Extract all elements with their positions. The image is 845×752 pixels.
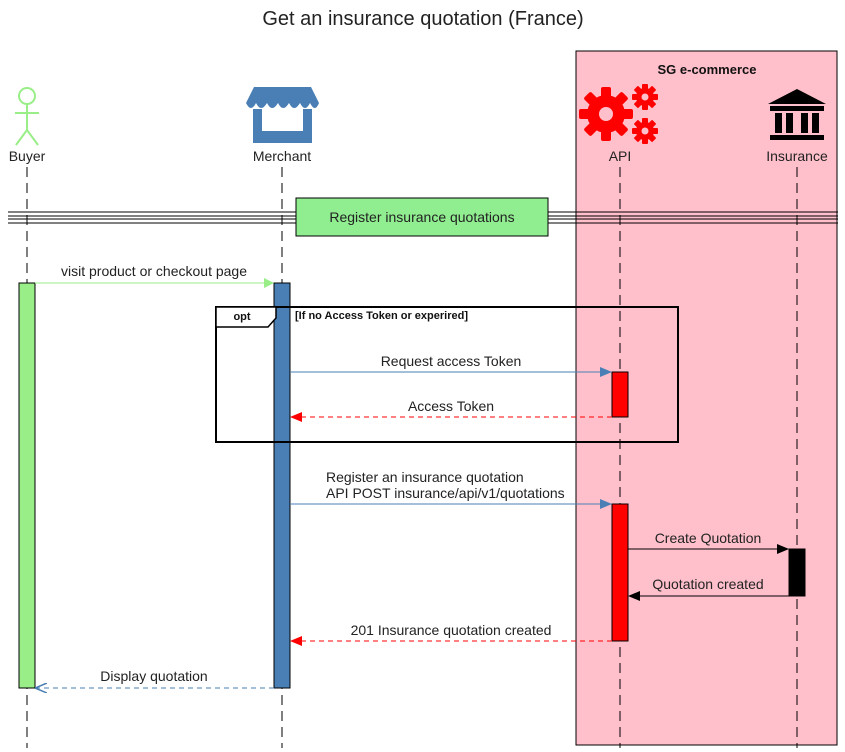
message-label-visit: visit product or checkout page — [61, 263, 247, 279]
activation-api-register — [611, 503, 629, 642]
stick-figure-icon — [15, 87, 39, 146]
activation-insurance — [788, 548, 806, 597]
message-label-display-quotation: Display quotation — [100, 668, 207, 684]
gears-icon — [579, 84, 658, 144]
activation-buyer — [18, 282, 36, 689]
opt-fragment-tab — [215, 306, 277, 328]
message-label-register-line2: API POST insurance/api/v1/quotations — [326, 485, 565, 501]
message-label-request-token: Request access Token — [381, 353, 522, 369]
bank-building-icon — [768, 89, 826, 140]
activation-merchant — [273, 282, 291, 689]
activation-api-token — [611, 371, 629, 418]
message-label-quotation-created: Quotation created — [652, 576, 763, 592]
participant-label-merchant: Merchant — [253, 148, 311, 164]
opt-fragment-condition: [If no Access Token or experired] — [295, 310, 468, 322]
storefront-icon — [246, 87, 319, 143]
sg-ecommerce-group-label: SG e-commerce — [658, 62, 757, 77]
diagram-title: Get an insurance quotation (France) — [262, 8, 583, 30]
participant-label-buyer: Buyer — [9, 148, 46, 164]
message-label-register-line1: Register an insurance quotation — [326, 469, 524, 485]
message-label-access-token: Access Token — [408, 398, 494, 414]
section-divider — [8, 197, 838, 237]
participant-label-insurance: Insurance — [766, 148, 828, 164]
message-label-201-created: 201 Insurance quotation created — [351, 622, 552, 638]
opt-fragment-tag: opt — [233, 311, 250, 323]
message-label-create-quotation: Create Quotation — [655, 530, 762, 546]
participant-label-api: API — [609, 148, 632, 164]
opt-fragment-frame — [215, 306, 679, 443]
section-divider-label: Register insurance quotations — [329, 209, 514, 225]
